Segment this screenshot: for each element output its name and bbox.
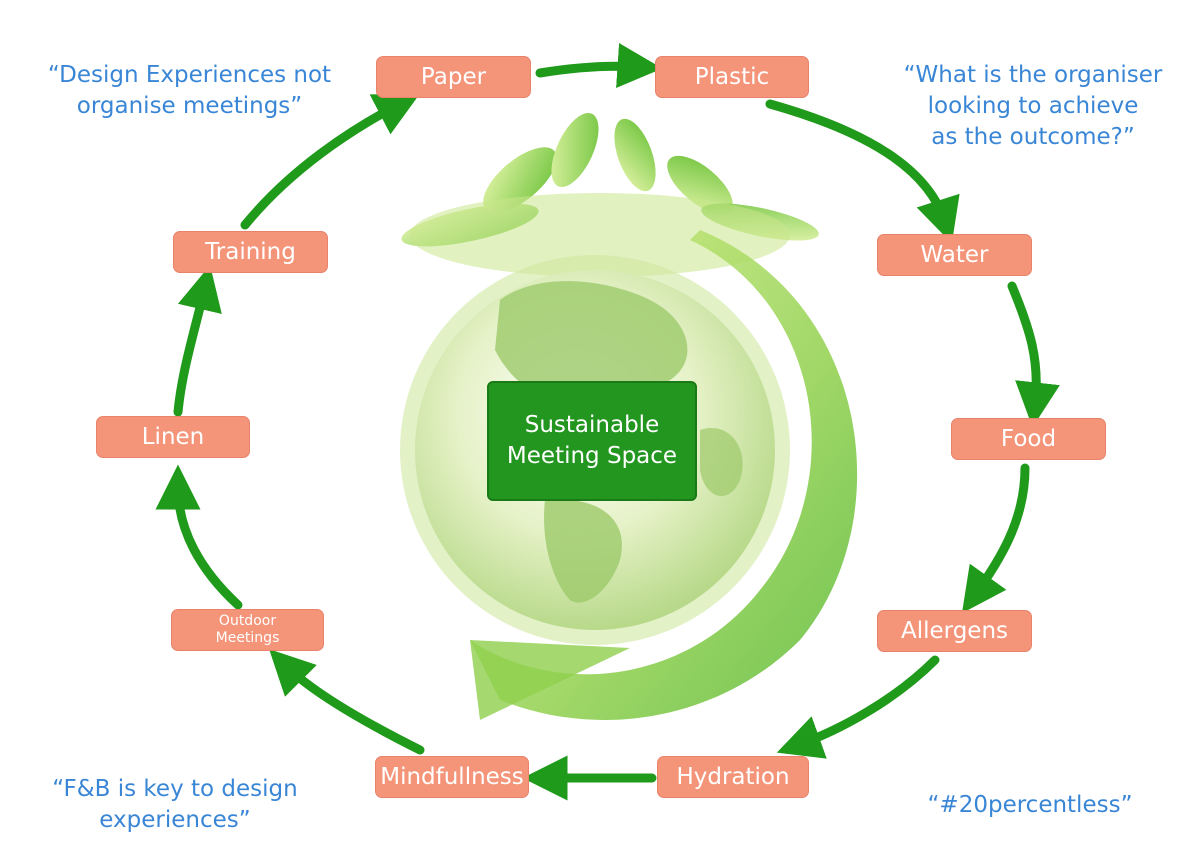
quote-line: “What is the organiser bbox=[903, 62, 1163, 88]
quote-line: “#20percentless” bbox=[927, 792, 1133, 818]
node-linen: Linen bbox=[96, 416, 250, 458]
quote-bottom-left: “F&B is key to design experiences” bbox=[30, 774, 320, 836]
quote-line: “F&B is key to design bbox=[52, 776, 298, 802]
quote-line: looking to achieve bbox=[927, 93, 1139, 119]
arrow-allergens-to-hydration bbox=[776, 655, 940, 759]
arrow-plastic-to-water bbox=[765, 99, 960, 244]
leaves-icon bbox=[401, 112, 819, 277]
center-label: Sustainable Meeting Space bbox=[487, 381, 697, 501]
arrow-food-to-allergens bbox=[961, 463, 1030, 614]
arrow-training-to-paper bbox=[240, 93, 420, 230]
node-water: Water bbox=[877, 234, 1032, 276]
quote-line: organise meetings” bbox=[76, 93, 303, 119]
arrow-outdoor-to-linen bbox=[155, 464, 243, 610]
node-allergens: Allergens bbox=[877, 610, 1032, 652]
node-hydration: Hydration bbox=[657, 756, 809, 798]
quote-line: “Design Experiences not bbox=[47, 62, 332, 88]
node-outdoor-line2: Meetings bbox=[215, 630, 280, 646]
node-outdoor-line1: Outdoor bbox=[218, 613, 277, 629]
cycle-arrows bbox=[155, 43, 1060, 801]
node-mindfullness: Mindfullness bbox=[375, 756, 529, 798]
node-plastic: Plastic bbox=[655, 56, 809, 98]
node-training: Training bbox=[173, 231, 328, 273]
arrow-mindfullness-to-outdoor bbox=[269, 649, 425, 755]
quote-top-right: “What is the organiser looking to achiev… bbox=[888, 60, 1178, 153]
swirl-arrow-icon bbox=[470, 230, 858, 720]
quote-line: experiences” bbox=[99, 807, 251, 833]
node-food: Food bbox=[951, 418, 1106, 460]
arrow-paper-to-plastic bbox=[535, 43, 663, 88]
node-outdoor-meetings: Outdoor Meetings bbox=[171, 609, 324, 651]
node-paper: Paper bbox=[376, 56, 531, 98]
arrow-water-to-food bbox=[1007, 281, 1060, 428]
arrow-linen-to-training bbox=[173, 265, 222, 417]
center-label-line2: Meeting Space bbox=[506, 443, 678, 469]
quote-top-left: “Design Experiences not organise meeting… bbox=[32, 60, 347, 122]
quote-bottom-right: “#20percentless” bbox=[900, 790, 1160, 821]
center-label-line1: Sustainable bbox=[524, 412, 660, 438]
quote-line: as the outcome?” bbox=[931, 124, 1135, 150]
